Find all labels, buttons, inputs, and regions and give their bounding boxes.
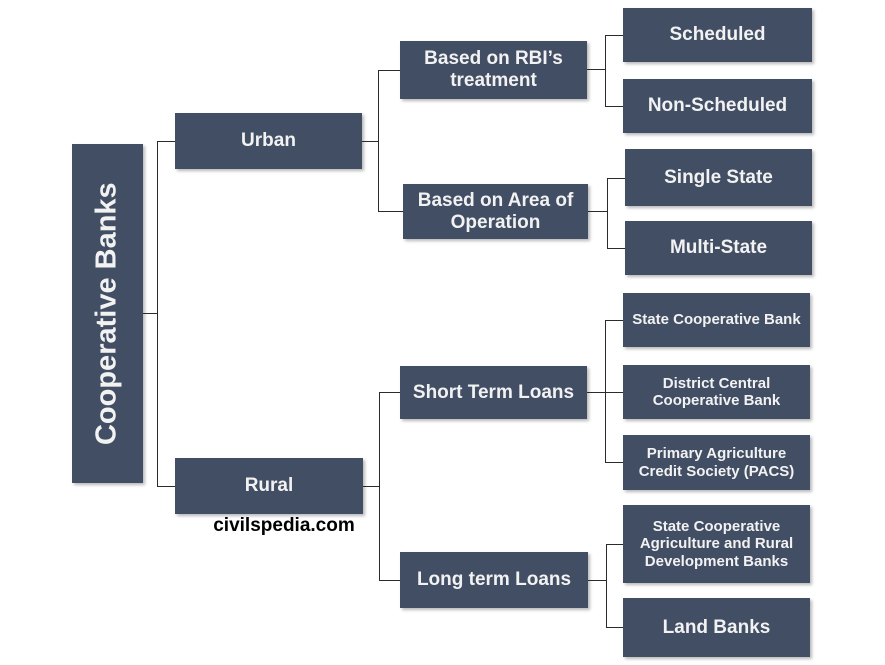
- connector-short-term-bracket-vertical: [605, 320, 606, 462]
- node-non-scheduled-label: Non-Scheduled: [647, 95, 788, 117]
- node-urban-label: Urban: [241, 130, 296, 152]
- node-cooperative-banks-label: Cooperative Banks: [90, 182, 123, 445]
- connector-long-term-bracket-vertical: [606, 544, 607, 628]
- node-based-on-rbi-treatment: Based on RBI’s treatment: [400, 41, 587, 99]
- node-long-term-loans: Long term Loans: [400, 552, 588, 608]
- node-district-central-cooperative-bank: District Central Cooperative Bank: [623, 365, 810, 419]
- node-state-coop-agriculture-rural-development-banks: State Cooperative Agriculture and Rural …: [623, 505, 810, 583]
- node-long-term-loans-label: Long term Loans: [416, 569, 572, 591]
- connector-to-district-central-cooperative-bank: [605, 392, 623, 393]
- watermark-civilspedia: civilspedia.com: [213, 515, 355, 536]
- node-cooperative-banks: Cooperative Banks: [72, 144, 143, 483]
- node-non-scheduled: Non-Scheduled: [623, 79, 812, 133]
- connector-to-non-scheduled: [605, 106, 623, 107]
- connector-to-multi-state: [607, 248, 625, 249]
- connector-to-state-cooperative-bank: [605, 320, 623, 321]
- connector-urban-stub: [362, 141, 378, 142]
- connector-to-short-term: [379, 392, 400, 393]
- connector-urban-bracket-vertical: [378, 70, 379, 211]
- node-based-on-area-of-operation-label: Based on Area of Operation: [417, 189, 574, 233]
- connector-to-urban: [157, 141, 175, 142]
- node-short-term-loans-label: Short Term Loans: [412, 381, 575, 403]
- connector-to-long-term: [379, 580, 400, 581]
- connector-area-stub: [588, 211, 607, 212]
- connector-to-rbi-treatment: [378, 70, 400, 71]
- node-short-term-loans: Short Term Loans: [400, 366, 587, 419]
- connector-to-scardb: [606, 544, 623, 545]
- connector-short-term-stub: [587, 392, 605, 393]
- node-urban: Urban: [175, 113, 362, 169]
- connector-to-rural: [157, 486, 175, 487]
- connector-to-land-banks: [606, 627, 623, 628]
- connector-root-stub: [143, 313, 157, 314]
- node-state-cooperative-bank-label: State Cooperative Bank: [632, 311, 801, 329]
- node-scheduled: Scheduled: [623, 8, 812, 62]
- connector-rbi-stub: [587, 69, 605, 70]
- connector-rural-bracket-vertical: [379, 392, 380, 580]
- connector-long-term-stub: [588, 580, 606, 581]
- node-single-state: Single State: [625, 149, 812, 206]
- connector-to-single-state: [607, 178, 625, 179]
- node-district-central-cooperative-bank-label: District Central Cooperative Bank: [652, 374, 781, 409]
- node-multi-state: Multi-State: [625, 221, 812, 275]
- node-state-coop-agriculture-rural-development-banks-label: State Cooperative Agriculture and Rural …: [639, 518, 794, 570]
- node-rural: Rural: [175, 458, 363, 514]
- node-state-cooperative-bank: State Cooperative Bank: [623, 293, 810, 347]
- node-based-on-area-of-operation: Based on Area of Operation: [403, 184, 588, 239]
- connector-rbi-bracket-vertical: [605, 35, 606, 106]
- node-land-banks: Land Banks: [623, 598, 810, 657]
- node-single-state-label: Single State: [664, 166, 773, 188]
- connector-area-bracket-vertical: [607, 178, 608, 248]
- node-land-banks-label: Land Banks: [662, 616, 771, 638]
- node-primary-agriculture-credit-society-label: Primary Agriculture Credit Society (PACS…: [638, 445, 795, 480]
- node-scheduled-label: Scheduled: [669, 24, 766, 46]
- node-multi-state-label: Multi-State: [669, 237, 768, 259]
- connector-to-scheduled: [605, 35, 623, 36]
- connector-to-area-operation: [378, 211, 403, 212]
- connector-root-bracket-vertical: [157, 141, 158, 487]
- node-primary-agriculture-credit-society: Primary Agriculture Credit Society (PACS…: [623, 435, 810, 490]
- connector-rural-stub: [363, 486, 379, 487]
- connector-to-pacs: [605, 462, 623, 463]
- node-based-on-rbi-treatment-label: Based on RBI’s treatment: [424, 48, 563, 91]
- node-rural-label: Rural: [244, 475, 294, 497]
